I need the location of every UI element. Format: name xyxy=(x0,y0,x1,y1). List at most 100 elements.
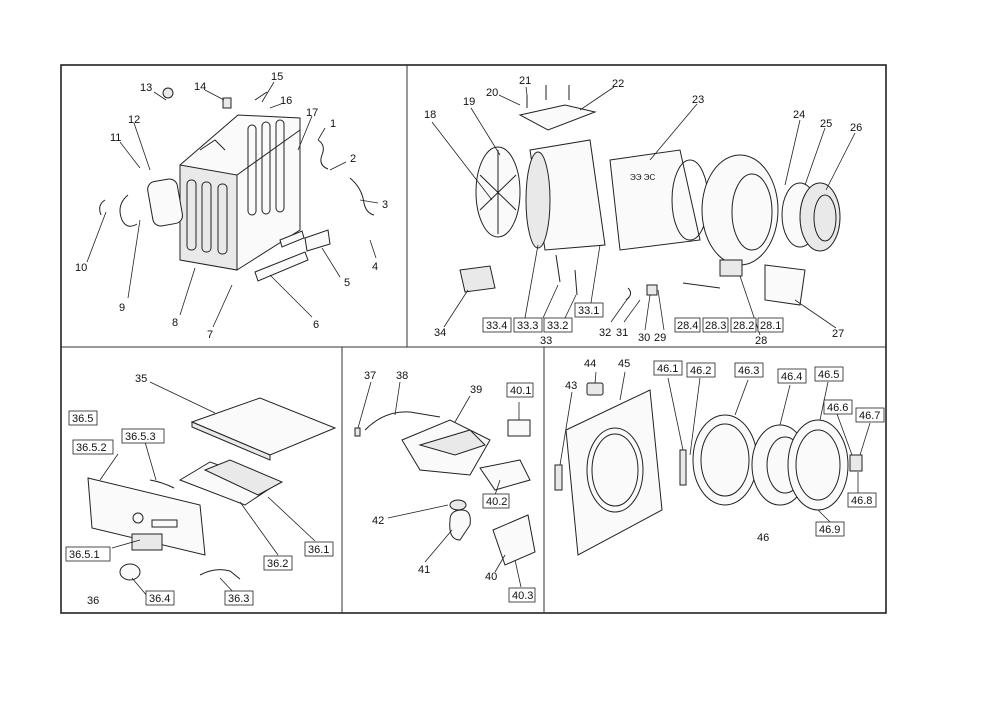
callout-46-7: 46.7 xyxy=(859,410,880,422)
callout-28-1: 28.1 xyxy=(760,320,781,332)
callout-7: 7 xyxy=(207,329,213,341)
door-frame-inner-part xyxy=(692,414,758,506)
callout-27: 27 xyxy=(832,328,844,340)
callout-36-5-3: 36.5.3 xyxy=(125,431,156,443)
valve-part xyxy=(507,419,531,437)
worktop-part xyxy=(190,397,337,456)
cabinet-frame-part xyxy=(179,114,301,271)
front-panel-part xyxy=(565,389,663,556)
callout-11: 11 xyxy=(110,132,121,144)
callout-5: 5 xyxy=(344,277,350,289)
callout-40-1: 40.1 xyxy=(510,385,531,397)
door-frame-outer-part xyxy=(787,419,849,511)
callout-3: 3 xyxy=(382,199,388,211)
callout-22: 22 xyxy=(612,78,624,90)
callout-25: 25 xyxy=(820,118,832,130)
callout-35: 35 xyxy=(135,373,147,385)
callout-28-2: 28.2 xyxy=(733,320,754,332)
callout-46-8: 46.8 xyxy=(851,495,872,507)
callout-17: 17 xyxy=(306,107,318,119)
callout-26: 26 xyxy=(850,122,862,134)
callout-10: 10 xyxy=(75,262,87,274)
callout-36-2: 36.2 xyxy=(267,558,288,570)
svg-text:ЭЭ ЭС: ЭЭ ЭС xyxy=(630,173,655,182)
callout-16: 16 xyxy=(280,95,292,107)
callout-23: 23 xyxy=(692,94,704,106)
callout-1: 1 xyxy=(330,118,336,130)
screw-part xyxy=(354,427,361,437)
callout-33: 33 xyxy=(540,335,552,347)
callout-36: 36 xyxy=(87,595,99,607)
callout-21: 21 xyxy=(519,75,531,87)
button-block-part xyxy=(131,533,163,551)
callout-41: 41 xyxy=(418,564,430,576)
inlet-hose-part xyxy=(364,411,441,431)
cabinet-panel: 1 2 3 4 5 6 7 8 9 10 11 12 13 14 15 16 1… xyxy=(75,71,388,341)
tub-drum-panel: ЭЭ ЭС xyxy=(424,75,862,347)
callout-19: 19 xyxy=(463,96,475,108)
callout-28: 28 xyxy=(755,335,767,347)
drawer-part xyxy=(492,514,536,566)
callout-42: 42 xyxy=(372,515,384,527)
callout-9: 9 xyxy=(119,302,125,314)
front-tub-part xyxy=(701,154,779,266)
callout-40-2: 40.2 xyxy=(486,496,507,508)
callout-36-5-2: 36.5.2 xyxy=(76,442,107,454)
callout-38: 38 xyxy=(396,370,408,382)
callout-44: 44 xyxy=(584,358,596,370)
callout-28-3: 28.3 xyxy=(705,320,726,332)
callout-14: 14 xyxy=(194,81,206,93)
callout-33-1: 33.1 xyxy=(578,305,599,317)
gasket-part xyxy=(799,182,841,252)
top-bracket-part xyxy=(518,104,597,131)
drum-part xyxy=(609,149,701,251)
door-seal-ring-part xyxy=(147,178,183,227)
callout-4: 4 xyxy=(372,261,378,273)
callout-46-1: 46.1 xyxy=(657,363,678,375)
detergent-panel: 37 38 39 40.1 40.2 42 41 40 40.3 xyxy=(354,370,536,603)
spring-part-1 xyxy=(254,91,268,101)
callout-36-4: 36.4 xyxy=(149,593,170,605)
drawer-top-part xyxy=(479,459,531,491)
callout-33-3: 33.3 xyxy=(517,320,538,332)
callout-33-2: 33.2 xyxy=(547,320,568,332)
callout-43: 43 xyxy=(565,380,577,392)
callout-6: 6 xyxy=(313,319,319,331)
callout-40-3: 40.3 xyxy=(512,590,533,602)
lock-part xyxy=(586,382,604,396)
hinge-part xyxy=(554,464,563,491)
callout-39: 39 xyxy=(470,384,482,396)
callout-45: 45 xyxy=(618,358,630,370)
callout-34: 34 xyxy=(434,327,446,339)
siphon-part xyxy=(449,509,471,541)
callout-46-2: 46.2 xyxy=(690,365,711,377)
clip-part xyxy=(162,87,174,99)
bracket-part xyxy=(222,97,232,109)
callout-46-9: 46.9 xyxy=(819,524,840,536)
callout-8: 8 xyxy=(172,317,178,329)
callout-32: 32 xyxy=(599,327,611,339)
control-panel-section: 35 36.5 36.5.2 36.5.3 36.1 36.2 36.5.1 3… xyxy=(65,373,337,607)
motor-part xyxy=(459,265,496,293)
base-rail-part xyxy=(254,251,309,282)
callout-13: 13 xyxy=(140,82,152,94)
callout-20: 20 xyxy=(486,87,498,99)
cable-part xyxy=(317,139,329,170)
callout-31: 31 xyxy=(616,327,628,339)
callout-46-6: 46.6 xyxy=(827,402,848,414)
heater-box-part xyxy=(764,264,806,306)
callout-29: 29 xyxy=(654,332,666,344)
callout-46: 46 xyxy=(757,532,769,544)
callout-24: 24 xyxy=(793,109,805,121)
callout-36-1: 36.1 xyxy=(308,544,329,556)
callout-30: 30 xyxy=(638,332,650,344)
callout-40: 40 xyxy=(485,571,497,583)
callout-12: 12 xyxy=(128,114,140,126)
filter-cover-part xyxy=(279,230,305,248)
callout-36-5-1: 36.5.1 xyxy=(69,549,100,561)
callout-46-5: 46.5 xyxy=(818,369,839,381)
callout-37: 37 xyxy=(364,370,376,382)
callout-46-4: 46.4 xyxy=(781,371,802,383)
callout-46-3: 46.3 xyxy=(738,365,759,377)
callout-15: 15 xyxy=(271,71,283,83)
